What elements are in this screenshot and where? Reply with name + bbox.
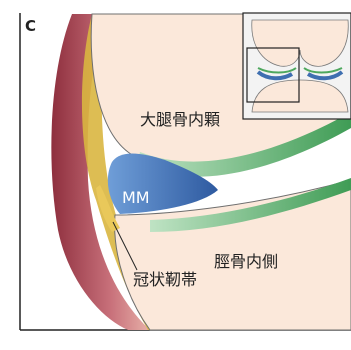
knee-overview-inset <box>243 13 351 119</box>
femoral-medial-condyle-label: 大腿骨内顆 <box>140 106 220 130</box>
tibia-medial-label: 脛骨内側 <box>214 248 278 272</box>
panel-letter: C <box>25 17 36 35</box>
medial-meniscus-label: MM <box>122 188 150 207</box>
coronary-ligament-label: 冠状靭帯 <box>133 266 197 290</box>
